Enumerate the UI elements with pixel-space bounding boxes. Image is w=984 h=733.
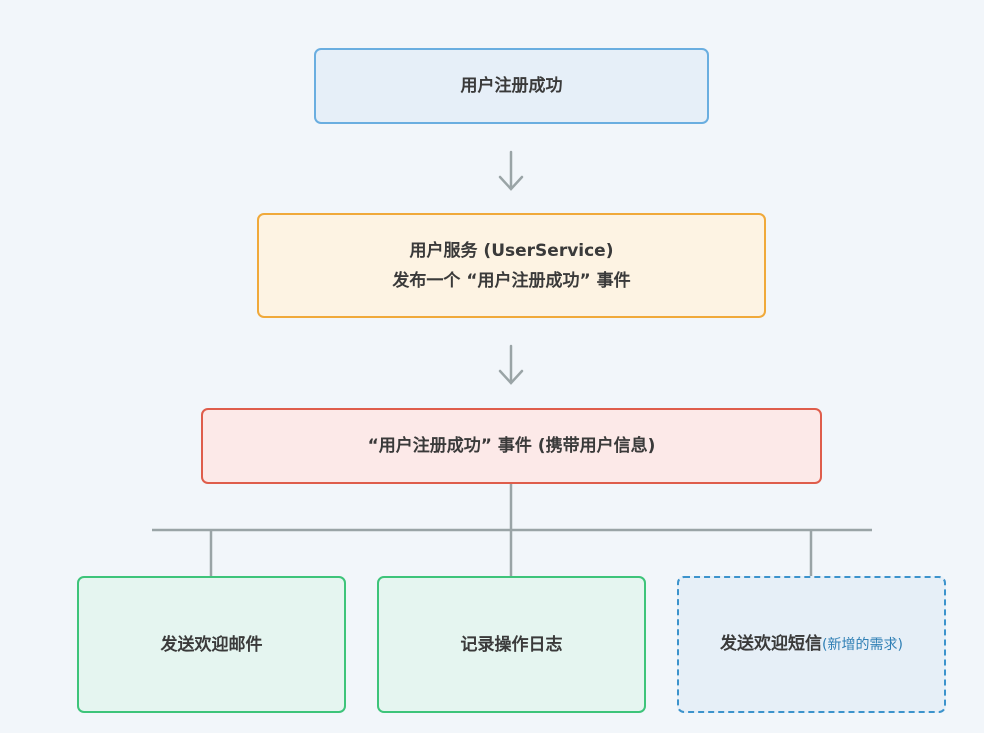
node-user-service-title: 用户服务 (UserService) [409, 240, 614, 261]
node-user-registered-label: 用户注册成功 [460, 76, 563, 96]
node-log-operation-label: 记录操作日志 [460, 634, 563, 655]
node-user-registered: 用户注册成功 [314, 48, 709, 124]
node-send-welcome-sms: 发送欢迎短信(新增的需求) [677, 576, 946, 713]
node-send-welcome-email-label: 发送欢迎邮件 [160, 634, 263, 655]
arrow-down-icon-1 [498, 150, 524, 191]
arrow-down-icon-2 [498, 344, 524, 385]
node-send-welcome-email: 发送欢迎邮件 [77, 576, 346, 713]
new-requirement-note: (新增的需求) [822, 637, 903, 653]
node-user-service: 用户服务 (UserService) 发布一个 “用户注册成功” 事件 [257, 213, 766, 318]
node-user-service-desc: 发布一个 “用户注册成功” 事件 [392, 270, 631, 291]
node-log-operation: 记录操作日志 [377, 576, 646, 713]
branch-connector [152, 484, 872, 576]
node-registration-event-label: “用户注册成功” 事件 (携带用户信息) [367, 436, 656, 456]
node-registration-event: “用户注册成功” 事件 (携带用户信息) [201, 408, 822, 484]
node-send-welcome-sms-label: 发送欢迎短信 [720, 634, 823, 654]
